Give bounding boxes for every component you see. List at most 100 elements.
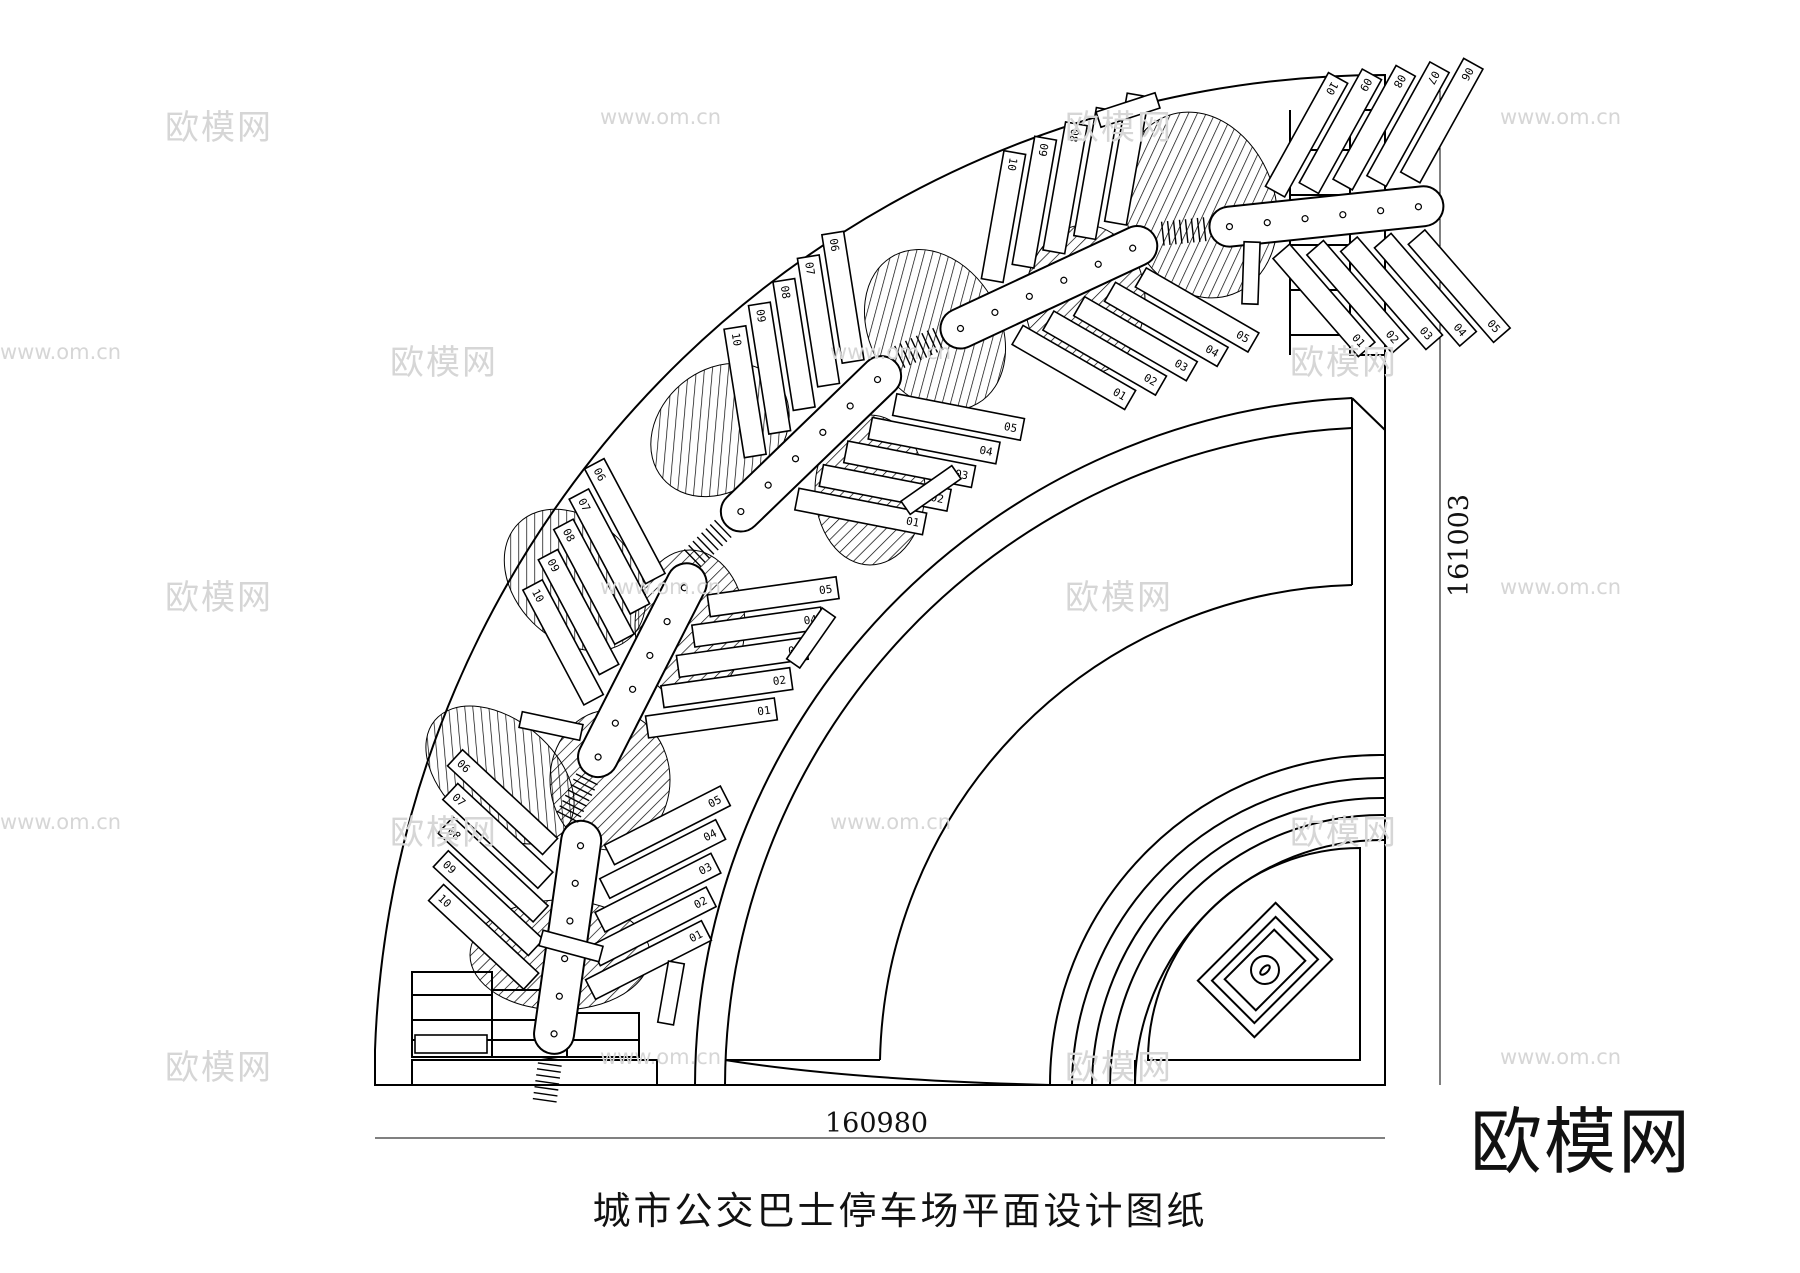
bus-bay: 05 (603, 784, 732, 866)
bay-number: 01 (687, 928, 705, 946)
bay-number: 02 (1141, 371, 1159, 389)
plaza-feature (1196, 901, 1334, 1039)
watermark: 欧模网 (165, 1048, 273, 1088)
bus-bay: 04 (867, 416, 1001, 465)
bay-number: 05 (818, 583, 833, 598)
bay-number: 09 (753, 308, 768, 323)
bus-bay: 05 (1407, 228, 1512, 344)
parked-vehicle (656, 960, 686, 1026)
bus-bay: 02 (1305, 239, 1410, 355)
inner-road-curve-1 (879, 584, 1353, 1061)
inner-plaza (1146, 846, 1361, 1061)
bus-bay: 08 (1331, 64, 1417, 191)
bay-number: 08 (560, 526, 578, 544)
watermark-url: www.om.cn (1500, 105, 1622, 129)
crosswalk (683, 519, 732, 568)
crosswalk (1160, 217, 1207, 246)
bus-bay: 04 (598, 818, 727, 900)
watermark-url: www.om.cn (600, 575, 722, 599)
bus-bay: 02 (660, 666, 794, 709)
platform-dot (628, 685, 637, 693)
bus-bay: 09 (1011, 135, 1058, 270)
watermark-url: www.om.cn (600, 105, 722, 129)
platform-dot (956, 324, 965, 333)
platform-dot (1225, 222, 1234, 231)
watermark-url: www.om.cn (1500, 1045, 1622, 1069)
bus-bay: 07 (441, 782, 554, 890)
bus-bay: 09 (1298, 67, 1383, 195)
bay-number: 10 (729, 332, 744, 347)
bus-bay: 07 (568, 487, 651, 616)
platform-dot (1129, 244, 1137, 252)
bay-number: 06 (827, 237, 842, 252)
bay-number: 07 (802, 261, 817, 276)
bay-number: 03 (1172, 357, 1190, 375)
bay-number: 04 (978, 444, 994, 459)
crosswalk (556, 773, 598, 823)
bus-bay: 01 (644, 697, 779, 739)
platform-dot (646, 651, 654, 660)
bus-bay: 04 (1373, 232, 1478, 348)
ring-3 (1091, 796, 1386, 1086)
bay-number: 01 (905, 514, 920, 529)
bay-number: 01 (757, 704, 772, 719)
bus-bay: 02 (1041, 309, 1168, 397)
bus-bay: 07 (1365, 60, 1451, 188)
watermark-url: www.om.cn (1500, 575, 1622, 599)
bus-bay: 01 (584, 919, 713, 1001)
bus-bay: 01 (793, 487, 928, 536)
bay-number: 10 (1005, 157, 1020, 172)
watermark-url: www.om.cn (0, 340, 122, 364)
bus-bay: 09 (747, 301, 792, 435)
platform-dot (561, 955, 569, 963)
platform-dot (680, 584, 688, 592)
parked-vehicle (1095, 91, 1161, 129)
parked-vehicle (785, 606, 837, 670)
bay-number: 05 (1234, 328, 1252, 346)
bay-number: 02 (692, 894, 710, 912)
platform-dot (566, 917, 574, 925)
watermark-url: www.om.cn (830, 810, 952, 834)
platform-island (1208, 185, 1445, 248)
bay-number: 07 (1424, 69, 1442, 87)
watermark-url: www.om.cn (830, 340, 952, 364)
brand-logo: 欧模网 (1470, 1100, 1693, 1184)
platform-dot (873, 375, 882, 384)
bus-bay: 05 (891, 392, 1026, 442)
platform-island (577, 562, 708, 779)
height-dimension: 161003 (1444, 493, 1476, 598)
platform-dot (1301, 215, 1309, 223)
bus-bay: 03 (1339, 235, 1444, 351)
building-bottom-left (411, 1059, 658, 1086)
bay-number: 10 (1323, 79, 1341, 97)
width-dimension: 160980 (825, 1108, 929, 1139)
watermark: 欧模网 (165, 578, 273, 618)
bus-bay: 09 (537, 548, 620, 676)
bus-bay: 10 (980, 149, 1027, 284)
bay-number: 03 (697, 860, 715, 878)
inner-road-edge-1 (694, 397, 1353, 1086)
platform-dot (1094, 260, 1102, 268)
watermark: 欧模网 (1290, 813, 1398, 853)
platform-dot (737, 507, 745, 516)
platform-dot (819, 428, 827, 436)
watermark-url: www.om.cn (0, 810, 122, 834)
inner-road-edge-2 (724, 427, 1353, 1086)
drawing-title: 城市公交巴士停车场平面设计图纸 (592, 1189, 1208, 1233)
bay-number: 09 (544, 557, 562, 575)
platform-dot (1025, 292, 1033, 300)
watermark: 欧模网 (1065, 578, 1173, 618)
bus-bay: 04 (1103, 281, 1230, 368)
bay-number: 08 (1391, 72, 1409, 90)
watermark-url: www.om.cn (600, 1045, 722, 1069)
platform-dot (1339, 211, 1347, 219)
watermark: 欧模网 (165, 108, 273, 148)
watermark: 欧模网 (1290, 343, 1398, 383)
bus-bay: 01 (1010, 324, 1137, 411)
platform-dot (1414, 203, 1423, 211)
watermark: 欧模网 (390, 343, 498, 383)
